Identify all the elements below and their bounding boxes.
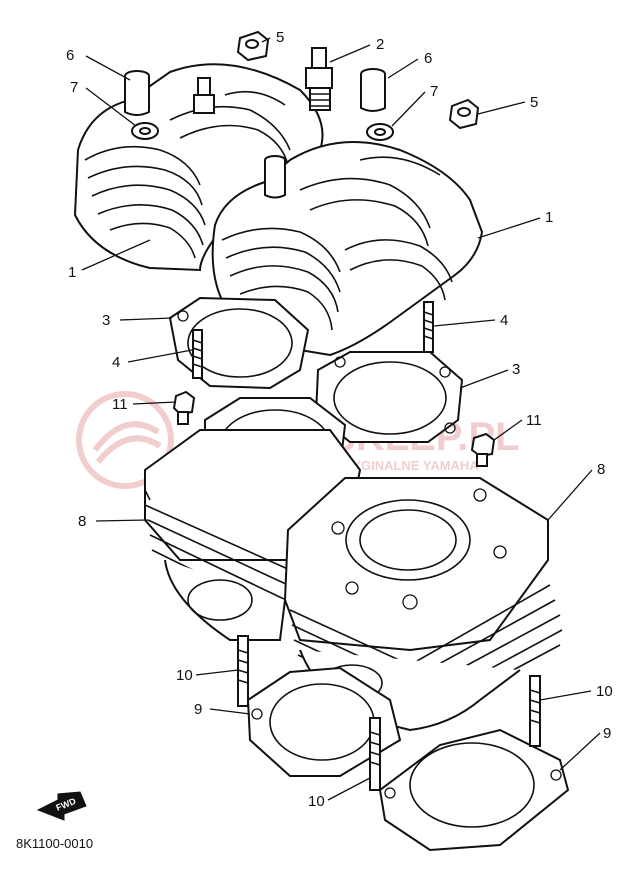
callout-11-left: 11 [112,396,128,413]
callout-3-left: 3 [102,312,110,329]
bolt-left [172,390,196,425]
watermark-logo-swoosh-icon [92,421,162,464]
callout-7-right: 7 [430,83,438,100]
callout-4-left: 4 [112,354,120,371]
long-stud-bottom [369,717,381,791]
callout-5-right: 5 [530,94,538,111]
washer-rear [131,122,159,140]
callout-9-right: 9 [603,725,611,742]
callout-11-right: 11 [526,412,542,429]
dowel-center [264,155,286,199]
callout-5-top: 5 [276,29,284,46]
bolt-right [470,432,496,467]
callout-2: 2 [376,36,384,53]
callout-9-left: 9 [194,701,202,718]
callout-10-right: 10 [596,683,613,700]
callout-6-right: 6 [424,50,432,67]
callout-10-bottom: 10 [308,793,325,810]
forward-arrow-icon: FWD [36,791,87,821]
callout-8-right: 8 [597,461,605,478]
base-gasket-left [246,666,402,777]
long-stud-left [237,635,249,707]
callouts: 5 2 6 6 7 7 5 1 1 3 4 4 3 11 11 8 8 10 1… [66,29,613,810]
leader-lines [81,37,601,801]
dowel-front [360,68,386,112]
spark-plug-front [305,47,333,111]
callout-1-left: 1 [68,264,76,281]
watermark-logo-icon [76,391,174,489]
spark-plug-rear [193,77,215,114]
callout-8-left: 8 [78,513,86,530]
callout-1-right: 1 [545,209,553,226]
callout-7-left: 7 [70,79,78,96]
base-gasket-right [378,728,570,852]
stud-right [423,301,434,353]
stud-left [192,329,203,379]
nut-top [236,30,270,62]
callout-3-right: 3 [512,361,520,378]
callout-10-left: 10 [176,667,193,684]
washer-front [366,123,394,141]
nut-right [448,98,480,130]
head-gasket-rear [168,296,310,390]
drawing-code: 8K1100-0010 [16,836,93,851]
callout-6-left: 6 [66,47,74,64]
dowel-rear [124,70,150,116]
long-stud-right [529,675,541,747]
callout-4-right: 4 [500,312,508,329]
